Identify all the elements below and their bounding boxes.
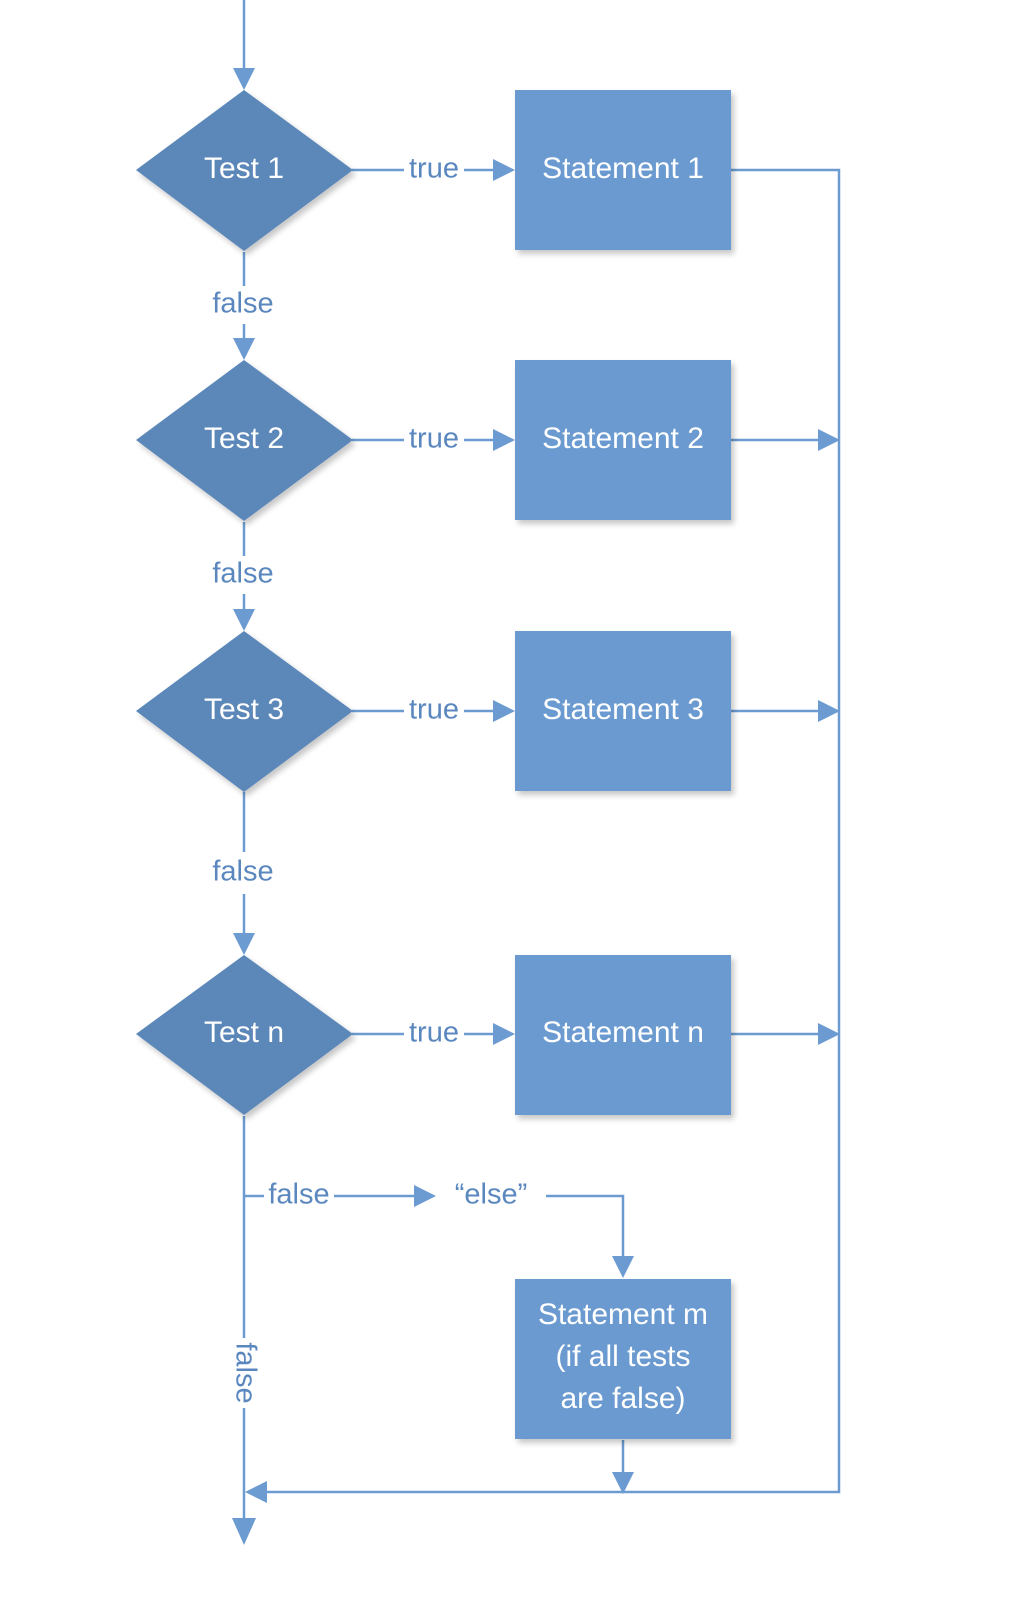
statement-rect — [515, 90, 731, 250]
true-label-3: true — [409, 694, 459, 726]
false-label-3: false — [212, 856, 273, 888]
arrowhead-down-statement-m — [612, 1256, 634, 1278]
decision-label: Test 3 — [204, 693, 284, 726]
false-label-2: false — [212, 558, 273, 590]
arrowhead-merge-n — [818, 1023, 840, 1045]
statement-label: Statement 1 — [542, 152, 704, 185]
decision-diamond — [136, 631, 353, 792]
statement-m-line-2: (if all tests — [555, 1340, 690, 1373]
arrowhead-down-test-3 — [233, 609, 255, 631]
statement-rect — [515, 1279, 731, 1439]
arrowhead-exit-bottom — [232, 1518, 256, 1545]
else-to-statement-m-line — [546, 1194, 625, 1260]
true-label-n: true — [409, 1017, 459, 1049]
statement-label: Statement 3 — [542, 693, 704, 726]
decision-test-n: Test n — [136, 955, 353, 1115]
arrowheads — [232, 68, 840, 1545]
statement-rect — [515, 360, 731, 520]
statement-1-exit-line — [255, 168, 841, 1494]
decision-diamond — [136, 90, 353, 251]
final-false-label: false — [229, 1342, 261, 1403]
arrowhead-down-test-2 — [233, 338, 255, 360]
decision-label: Test 1 — [204, 152, 284, 185]
statement-box-2: Statement 2 — [515, 360, 731, 520]
arrowhead-down-merge — [612, 1472, 634, 1494]
true-label-1: true — [409, 153, 459, 185]
else-label: “else” — [455, 1179, 528, 1211]
statement-m-line-1: Statement m — [538, 1298, 708, 1331]
decision-test-1: Test 1 — [136, 90, 353, 251]
statement-box-1: Statement 1 — [515, 90, 731, 250]
arrowhead-left-merge — [245, 1481, 267, 1503]
decision-diamond — [136, 955, 353, 1115]
arrowhead-down-test-1 — [233, 68, 255, 90]
statement-rect — [515, 955, 731, 1115]
statement-rect — [515, 631, 731, 791]
decision-diamond — [136, 360, 353, 521]
arrowhead-right-else — [414, 1185, 436, 1207]
arrowhead-merge-3 — [818, 700, 840, 722]
statement-label: Statement 2 — [542, 422, 704, 455]
arrowhead-right-statement-n — [493, 1023, 515, 1045]
arrowhead-right-statement-2 — [493, 429, 515, 451]
arrowhead-right-statement-3 — [493, 700, 515, 722]
true-label-2: true — [409, 423, 459, 455]
arrowhead-down-test-n — [233, 933, 255, 955]
connector-lines — [242, 0, 841, 1522]
statement-m-line-3: are false) — [560, 1382, 685, 1415]
decision-test-3: Test 3 — [136, 631, 353, 792]
false-label-1: false — [212, 288, 273, 320]
arrowhead-merge-2 — [818, 429, 840, 451]
statement-label: Statement n — [542, 1016, 704, 1049]
edge-labels: true true true true false false false fa… — [212, 153, 527, 1404]
arrowhead-right-statement-1 — [493, 159, 515, 181]
statement-box-n: Statement n — [515, 955, 731, 1115]
decision-label: Test n — [204, 1016, 284, 1049]
decision-test-2: Test 2 — [136, 360, 353, 521]
decision-label: Test 2 — [204, 422, 284, 455]
else-false-label: false — [268, 1179, 329, 1211]
statement-box-3: Statement 3 — [515, 631, 731, 791]
statement-box-m: Statement m (if all tests are false) — [515, 1279, 731, 1439]
